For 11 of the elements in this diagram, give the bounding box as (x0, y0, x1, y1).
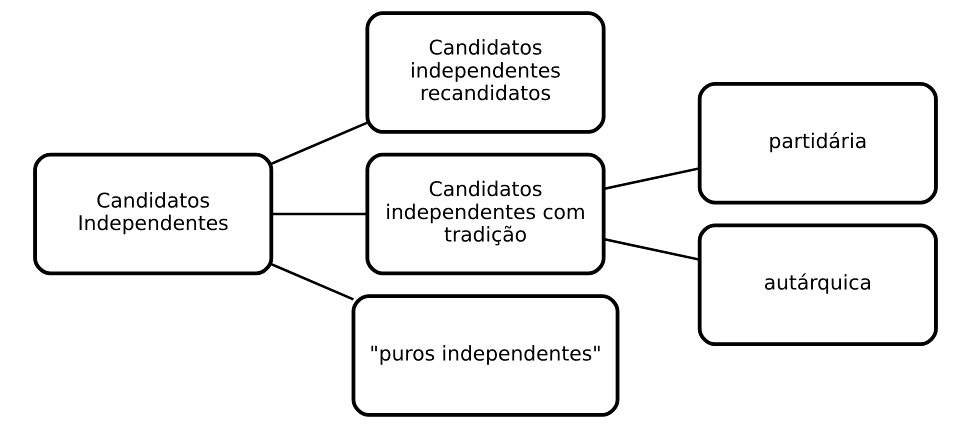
node-box: Candidatos independentes recandidatos (365, 11, 606, 134)
node-box: Candidatos Independentes (33, 152, 274, 276)
node-box: Candidatos independentes com tradição (365, 152, 606, 276)
node-box: autárquica (698, 223, 938, 346)
connector (604, 238, 700, 261)
connector (272, 212, 367, 216)
node-box: "puros independentes" (352, 294, 620, 417)
connector (271, 122, 368, 165)
node-box: partidária (698, 82, 938, 205)
connector (271, 263, 354, 301)
connector (604, 167, 700, 190)
